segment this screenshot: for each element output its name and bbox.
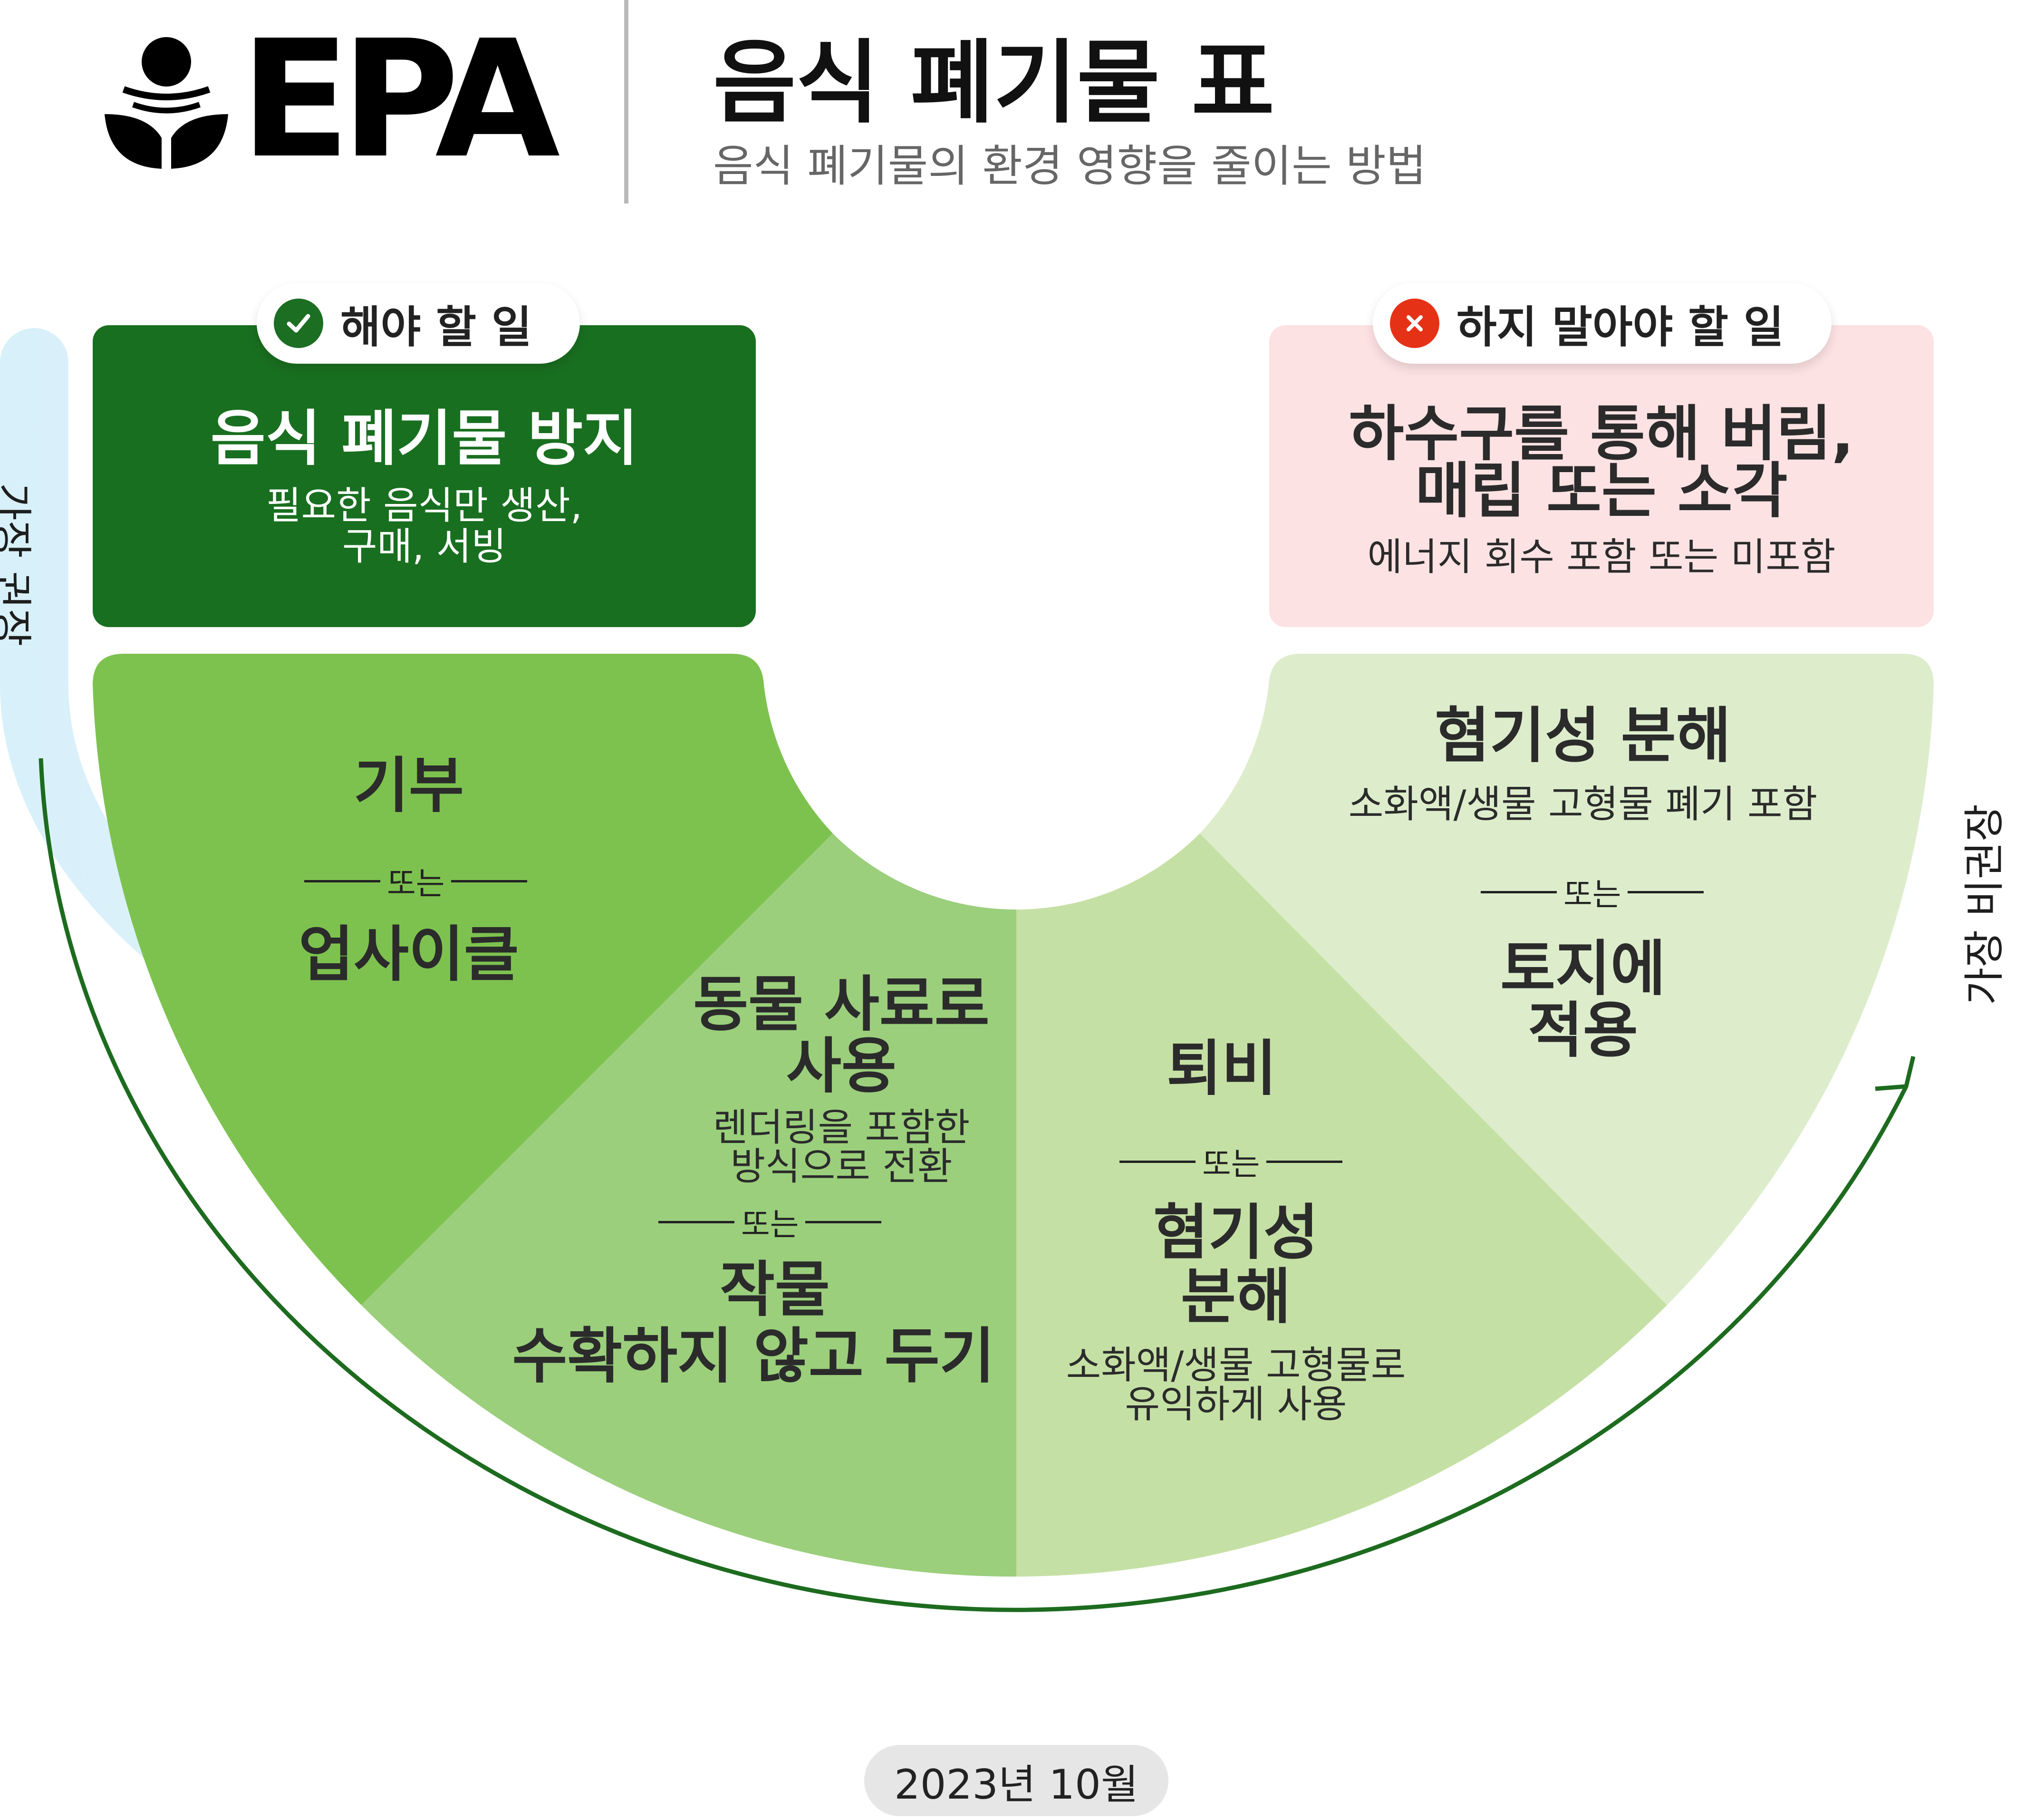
scale-arrow-head (1875, 1055, 1916, 1091)
sector-3-title-2-line-2: 분해 (1181, 1262, 1291, 1332)
dont-card (1269, 325, 1934, 627)
sector-anaerobic-land (1200, 654, 1934, 1305)
dont-pill-label: 하지 말아야 할 일 (1456, 301, 1784, 353)
sector-2-or-label: 또는 (741, 1206, 799, 1243)
dont-title-line-2: 매립 또는 소각 (1415, 456, 1788, 526)
sector-2-title-line-1: 동물 사료로 (693, 969, 990, 1039)
do-description-line-2: 구매, 서빙 (342, 524, 507, 569)
sector-4-title-2-line-2: 적용 (1528, 996, 1638, 1065)
sector-4-title-2-line-1: 토지에 (1500, 934, 1666, 1004)
sector-4-or-label: 또는 (1563, 876, 1621, 913)
sector-3-title: 퇴비 (1167, 1034, 1277, 1104)
scale-most-preferred-label: 가장 권장 (0, 483, 35, 647)
sector-3-description-line-1: 소화액/생물 고형물로 (1066, 1343, 1406, 1387)
dont-description: 에너지 회수 포함 또는 미포함 (1367, 535, 1836, 579)
sector-2-title-2-line-2: 수확하지 않고 두기 (512, 1321, 995, 1391)
sector-3-or-label: 또는 (1202, 1146, 1260, 1182)
do-description-line-1: 필요한 음식만 생산, (266, 484, 583, 528)
epa-logo-text: EPA (240, 6, 560, 194)
sector-2-title-2-line-1: 작물 (720, 1255, 830, 1325)
sector-3-or-divider: 또는 (1119, 1139, 1343, 1184)
do-card (93, 325, 756, 627)
date-badge: 2023년 10월 (864, 1745, 1168, 1816)
do-pill: 해야 할 일 (257, 283, 580, 364)
sector-2-title-line-2: 사용 (786, 1031, 897, 1101)
sector-donate-upcycle (93, 654, 833, 1305)
sector-4-title: 혐기성 분해 (1435, 701, 1731, 771)
sector-3-description-line-2: 유익하게 사용 (1125, 1382, 1347, 1426)
checkmark-icon (274, 299, 323, 348)
sector-1-or-divider: 또는 (304, 858, 528, 904)
scale-arrow-line (39, 758, 1909, 1612)
sector-2-description-line-1: 렌더링을 포함한 (713, 1105, 970, 1150)
sector-1-title-2: 업사이클 (299, 920, 519, 989)
scale-least-preferred-label: 가장 비권장 (1960, 804, 2008, 1005)
sector-3-title-2-line-1: 혐기성 (1153, 1198, 1319, 1268)
epa-logo-mark (105, 33, 228, 173)
sector-1-title: 기부 (354, 751, 464, 821)
sector-4-description: 소화액/생물 고형물 폐기 포함 (1348, 782, 1818, 826)
header-divider (624, 0, 628, 203)
do-pill-label: 해야 할 일 (340, 301, 532, 353)
sector-4-or-divider: 또는 (1481, 869, 1704, 915)
page-title: 음식 폐기물 표 (713, 30, 1275, 136)
dont-pill: 하지 말아야 할 일 (1373, 283, 1832, 364)
x-icon (1390, 299, 1439, 348)
dont-title-line-1: 하수구를 통해 버림, (1349, 399, 1854, 469)
do-title: 음식 폐기물 방지 (210, 404, 638, 474)
sector-2-or-divider: 또는 (658, 1199, 882, 1245)
sector-1-or-label: 또는 (387, 865, 445, 902)
page-subtitle: 음식 폐기물의 환경 영향을 줄이는 방법 (713, 141, 1427, 192)
sector-compost (1016, 833, 1667, 1577)
sector-2-description-line-2: 방식으로 전환 (730, 1144, 953, 1189)
sector-animal-feed (361, 833, 1016, 1577)
